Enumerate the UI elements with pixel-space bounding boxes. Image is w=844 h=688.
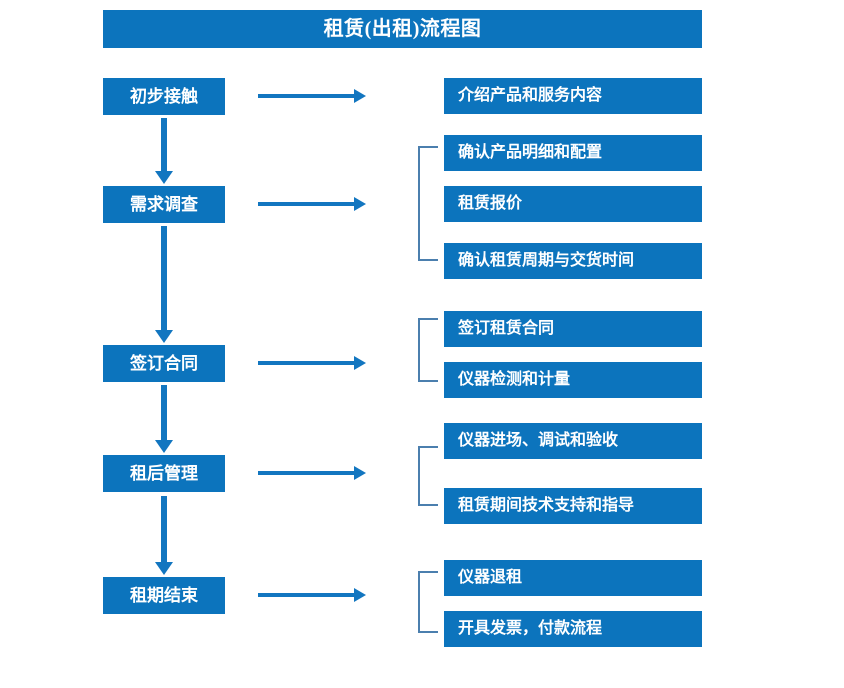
- group-bracket-租后管理: [418, 446, 438, 506]
- vertical-arrow-icon-2: [155, 226, 173, 343]
- horizontal-arrow-icon-3: [258, 355, 366, 371]
- detail-box-介绍产品和服务内容[interactable]: 介绍产品和服务内容: [444, 78, 702, 114]
- detail-box-仪器退租[interactable]: 仪器退租: [444, 560, 702, 596]
- detail-box-确认租赁周期与交货时间[interactable]: 确认租赁周期与交货时间: [444, 243, 702, 279]
- detail-label: 确认租赁周期与交货时间: [458, 252, 635, 269]
- vertical-arrow-icon-1: [155, 118, 173, 184]
- stage-box-需求调查[interactable]: 需求调查: [103, 186, 225, 223]
- stage-label: 租期结束: [130, 586, 198, 605]
- diagram-title-banner: 租赁(出租)流程图: [103, 10, 702, 48]
- stage-box-签订合同[interactable]: 签订合同: [103, 345, 225, 382]
- stage-box-租期结束[interactable]: 租期结束: [103, 577, 225, 614]
- stage-label: 签订合同: [130, 354, 198, 373]
- detail-box-租赁报价[interactable]: 租赁报价: [444, 186, 702, 222]
- detail-box-租赁期间技术支持和指导[interactable]: 租赁期间技术支持和指导: [444, 488, 702, 524]
- group-bracket-租期结束: [418, 571, 438, 633]
- detail-box-签订租赁合同[interactable]: 签订租赁合同: [444, 311, 702, 347]
- detail-label: 介绍产品和服务内容: [458, 87, 603, 104]
- page-title: 租赁(出租)流程图: [323, 18, 482, 40]
- detail-label: 确认产品明细和配置: [458, 144, 603, 161]
- horizontal-arrow-icon-4: [258, 465, 366, 481]
- stage-box-租后管理[interactable]: 租后管理: [103, 455, 225, 492]
- detail-label: 仪器进场、调试和验收: [458, 432, 619, 449]
- group-bracket-需求调查: [418, 146, 438, 261]
- vertical-arrow-icon-3: [155, 385, 173, 453]
- group-bracket-签订合同: [418, 318, 438, 382]
- detail-label: 仪器检测和计量: [458, 371, 571, 388]
- stage-label: 需求调查: [130, 195, 198, 214]
- stage-label: 初步接触: [130, 87, 198, 106]
- detail-label: 租赁期间技术支持和指导: [458, 497, 635, 514]
- detail-box-开具发票付款流程[interactable]: 开具发票，付款流程: [444, 611, 702, 647]
- horizontal-arrow-icon-2: [258, 196, 366, 212]
- detail-box-确认产品明细和配置[interactable]: 确认产品明细和配置: [444, 135, 702, 171]
- detail-box-仪器进场调试和验收[interactable]: 仪器进场、调试和验收: [444, 423, 702, 459]
- detail-label: 签订租赁合同: [458, 320, 555, 337]
- stage-box-初步接触[interactable]: 初步接触: [103, 78, 225, 115]
- horizontal-arrow-icon-5: [258, 587, 366, 603]
- detail-label: 开具发票，付款流程: [458, 620, 603, 637]
- detail-box-仪器检测和计量[interactable]: 仪器检测和计量: [444, 362, 702, 398]
- detail-label: 租赁报价: [458, 195, 523, 212]
- vertical-arrow-icon-4: [155, 496, 173, 575]
- horizontal-arrow-icon-1: [258, 88, 366, 104]
- detail-label: 仪器退租: [458, 569, 523, 586]
- stage-label: 租后管理: [130, 464, 198, 483]
